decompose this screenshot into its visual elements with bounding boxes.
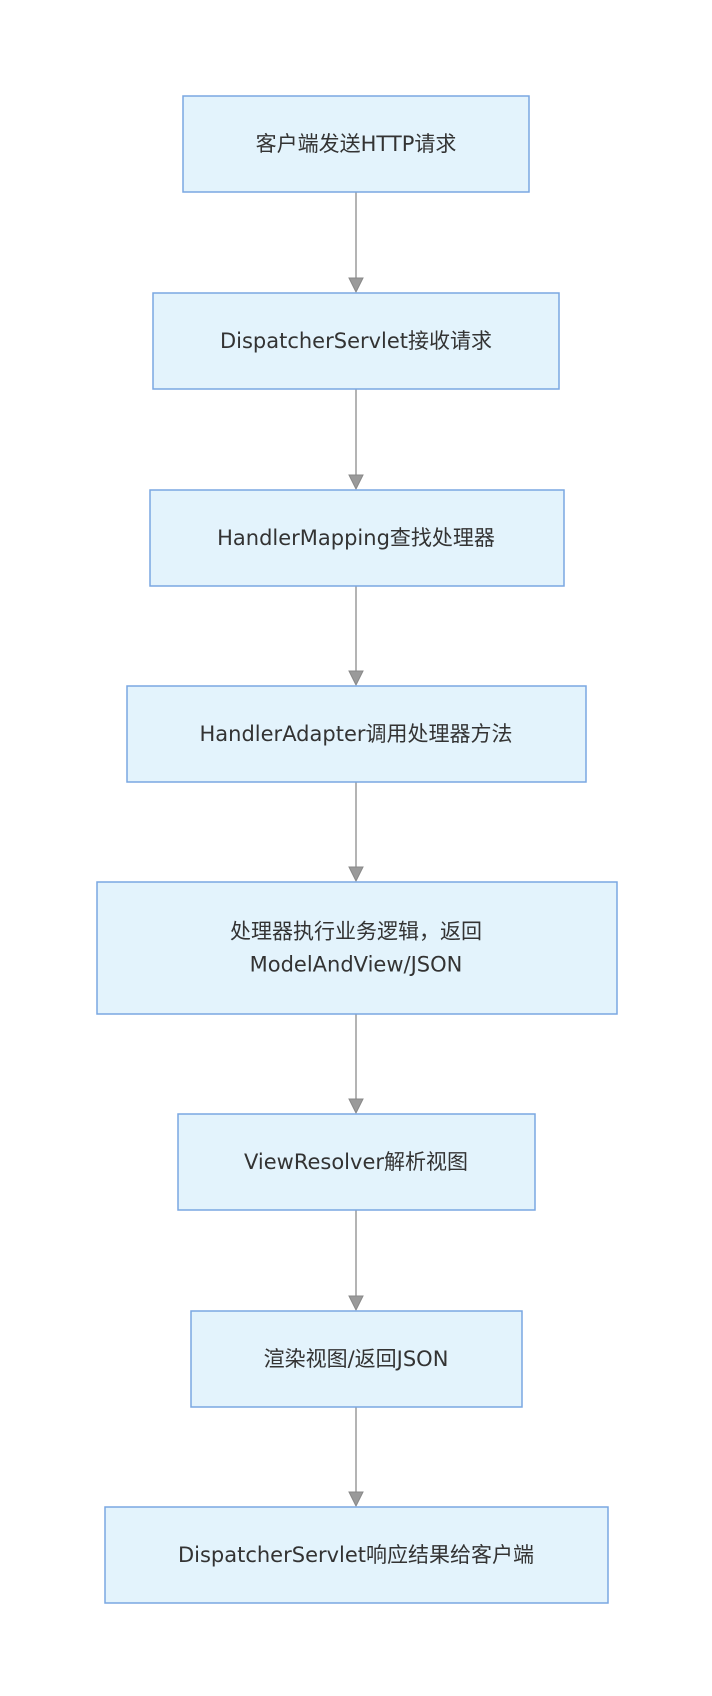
node-label: 客户端发送HTTP请求 xyxy=(256,132,457,156)
arrow-handler-mapping-to-handler-adapter xyxy=(348,586,364,687)
arrowhead-icon xyxy=(348,866,364,883)
node-box xyxy=(149,489,565,587)
node-label: ModelAndView/JSON xyxy=(250,953,463,977)
flow-node-dispatcher-respond: DispatcherServlet响应结果给客户端 xyxy=(104,1506,609,1604)
flow-node-handler-mapping: HandlerMapping查找处理器 xyxy=(149,489,565,587)
nodes-layer: 客户端发送HTTP请求 DispatcherServlet接收请求 HandlerM… xyxy=(96,95,618,1604)
node-box xyxy=(96,881,618,1015)
node-label: ViewResolver解析视图 xyxy=(244,1150,468,1174)
arrowhead-icon xyxy=(348,277,364,294)
arrow-dispatcher-receive-to-handler-mapping xyxy=(348,389,364,491)
arrow-handler-adapter-to-handler-execute xyxy=(348,782,364,883)
arrowhead-icon xyxy=(348,670,364,687)
flow-node-handler-execute: 处理器执行业务逻辑，返回 ModelAndView/JSON xyxy=(96,881,618,1015)
node-label: 渲染视图/返回JSON xyxy=(264,1347,449,1371)
arrow-view-resolver-to-render xyxy=(348,1210,364,1312)
node-label: 处理器执行业务逻辑，返回 xyxy=(230,920,482,944)
arrowhead-icon xyxy=(348,1491,364,1508)
node-box xyxy=(190,1310,523,1408)
arrowhead-icon xyxy=(348,1295,364,1312)
flow-node-client-send: 客户端发送HTTP请求 xyxy=(182,95,530,193)
node-box xyxy=(126,685,587,783)
node-label: DispatcherServlet接收请求 xyxy=(220,329,492,353)
arrow-handler-execute-to-view-resolver xyxy=(348,1014,364,1115)
node-box xyxy=(104,1506,609,1604)
arrowhead-icon xyxy=(348,1098,364,1115)
flow-node-handler-adapter: HandlerAdapter调用处理器方法 xyxy=(126,685,587,783)
flow-node-dispatcher-receive: DispatcherServlet接收请求 xyxy=(152,292,560,390)
arrowhead-icon xyxy=(348,474,364,491)
node-label: HandlerAdapter调用处理器方法 xyxy=(200,722,513,746)
edges-layer xyxy=(348,192,364,1508)
flow-node-render: 渲染视图/返回JSON xyxy=(190,1310,523,1408)
node-label: HandlerMapping查找处理器 xyxy=(217,526,495,550)
arrow-client-send-to-dispatcher-receive xyxy=(348,192,364,294)
arrow-render-to-dispatcher-respond xyxy=(348,1407,364,1508)
node-box xyxy=(182,95,530,193)
flow-node-view-resolver: ViewResolver解析视图 xyxy=(177,1113,536,1211)
node-label: DispatcherServlet响应结果给客户端 xyxy=(178,1543,534,1567)
node-box xyxy=(152,292,560,390)
node-box xyxy=(177,1113,536,1211)
